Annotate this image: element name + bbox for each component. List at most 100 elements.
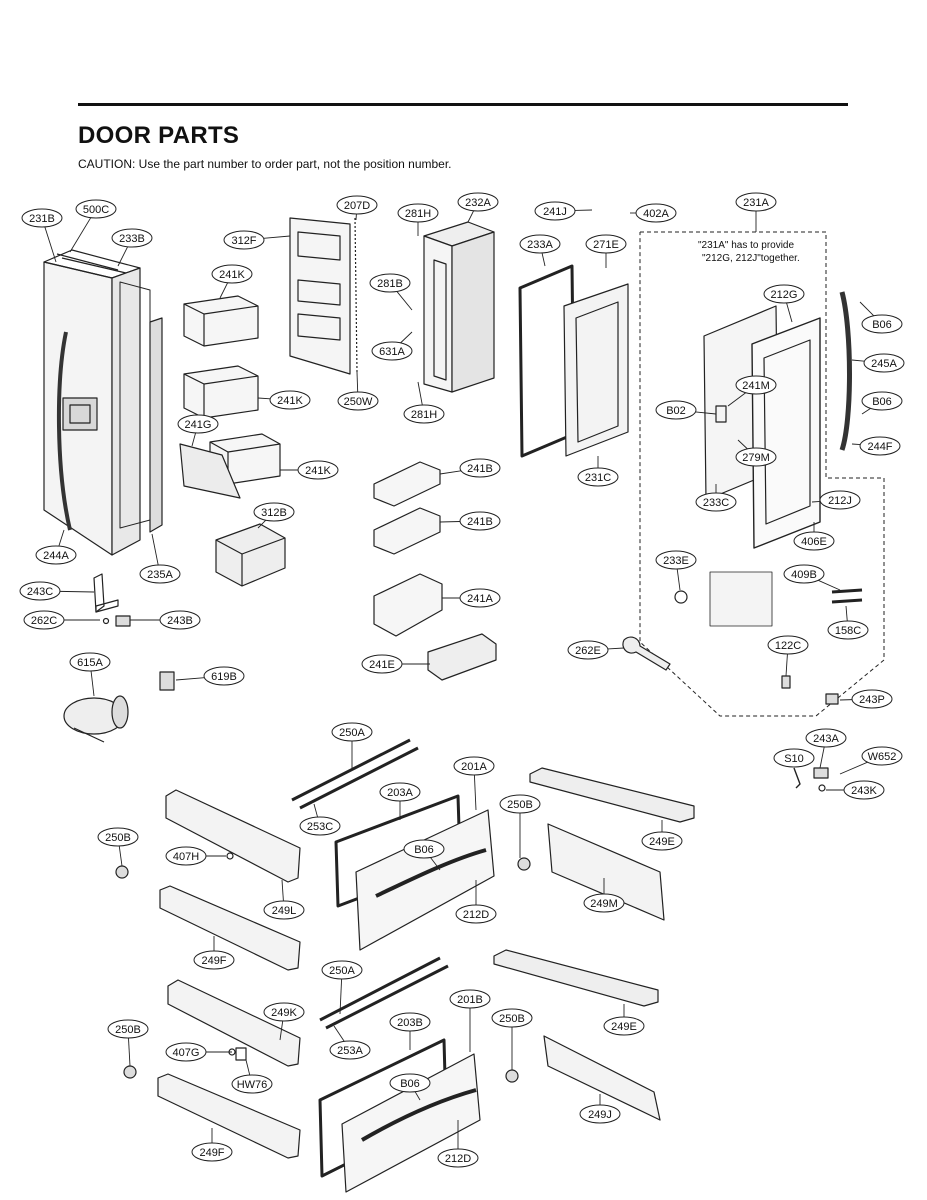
callout-label: 212D	[463, 909, 489, 921]
callout-oval	[455, 904, 497, 924]
leader-line	[414, 1091, 421, 1101]
callout-oval	[371, 341, 413, 361]
callout-oval	[859, 436, 901, 456]
callout-label: 262C	[31, 615, 57, 627]
callout-label: 250B	[105, 832, 131, 844]
callout-label: 281H	[411, 409, 437, 421]
callout-label: 249L	[272, 905, 296, 917]
callout-oval	[763, 284, 805, 304]
callout-oval	[107, 1019, 149, 1039]
callout-label: B02	[666, 405, 686, 417]
part-callout-253a: 253A	[329, 1040, 371, 1060]
callout-label: 233E	[663, 555, 689, 567]
callout-label: B06	[400, 1078, 420, 1090]
callout-oval	[579, 1104, 621, 1124]
left-bracket-drawing	[93, 573, 131, 627]
leader-line	[333, 1025, 345, 1042]
callout-oval	[793, 531, 835, 551]
callout-label: 250A	[339, 727, 365, 739]
part-callout-233c: 233C	[695, 492, 737, 512]
part-callout-b06: B06	[403, 839, 445, 859]
leader-line	[851, 359, 865, 362]
wrench-drawing	[622, 636, 671, 671]
callout-label: 241E	[369, 659, 395, 671]
callout-label: S10	[784, 753, 804, 765]
callout-label: 231A	[743, 197, 769, 209]
callout-label: 249J	[588, 1109, 612, 1121]
part-callout-241b: 241B	[459, 458, 501, 478]
part-callout-b02: B02	[655, 400, 697, 420]
part-callout-245a: 245A	[863, 353, 905, 373]
part-callout-233e: 233E	[655, 550, 697, 570]
callout-label: 262E	[575, 645, 601, 657]
callout-oval	[453, 756, 495, 776]
callout-oval	[655, 550, 697, 570]
leader-line	[257, 519, 267, 529]
leader-line	[396, 291, 413, 311]
callout-oval	[577, 467, 619, 487]
callout-oval	[767, 635, 809, 655]
callout-label: B06	[414, 844, 434, 856]
callout-oval	[655, 400, 697, 420]
leader-line	[541, 252, 546, 267]
part-callout-243c: 243C	[19, 581, 61, 601]
callout-label: 409B	[791, 569, 817, 581]
callout-label: 312F	[231, 235, 256, 247]
kit-note-line2: "212G, 212J"together.	[702, 253, 800, 264]
leader-line	[175, 677, 205, 681]
dispenser-motor-drawing	[63, 671, 175, 743]
callout-oval	[177, 414, 219, 434]
leader-line	[151, 533, 159, 566]
callout-oval	[389, 1012, 431, 1032]
part-callout-406e: 406E	[793, 531, 835, 551]
callout-oval	[331, 722, 373, 742]
part-callout-244f: 244F	[859, 436, 901, 456]
leader-line	[811, 500, 821, 503]
part-callout-243b: 243B	[159, 610, 201, 630]
part-drawings	[43, 217, 885, 1193]
callout-oval	[337, 391, 379, 411]
callout-label: 203A	[387, 787, 413, 799]
callout-oval	[379, 782, 421, 802]
callout-oval	[827, 620, 869, 640]
callout-oval	[223, 230, 265, 250]
part-callout-235a: 235A	[139, 564, 181, 584]
callout-label: 233B	[119, 233, 145, 245]
upper-drawer-drawing	[115, 738, 695, 971]
callout-label: 233C	[703, 497, 729, 509]
callout-oval	[861, 391, 903, 411]
part-callout-281b: 281B	[369, 273, 411, 293]
part-callout-s10: S10	[773, 748, 815, 768]
callout-label: 244A	[43, 550, 69, 562]
leader-line	[257, 397, 271, 400]
callout-oval	[329, 1040, 371, 1060]
callout-label: 243K	[851, 785, 877, 797]
part-callout-312f: 312F	[223, 230, 265, 250]
callout-label: 312B	[261, 507, 287, 519]
part-callout-231c: 231C	[577, 467, 619, 487]
part-callout-250a: 250A	[331, 722, 373, 742]
callout-label: 250B	[115, 1024, 141, 1036]
callout-oval	[459, 511, 501, 531]
callout-label: 212G	[771, 289, 798, 301]
callout-oval	[191, 1142, 233, 1162]
leader-line	[400, 331, 413, 344]
callout-label: 233A	[527, 239, 553, 251]
part-callout-b06: B06	[861, 391, 903, 411]
callout-oval	[861, 746, 903, 766]
part-callout-250b: 250B	[97, 827, 139, 847]
callout-label: 249F	[201, 955, 226, 967]
part-callout-249k: 249K	[263, 1002, 305, 1022]
callout-oval	[321, 960, 363, 980]
callout-oval	[459, 588, 501, 608]
part-callout-212j: 212J	[819, 490, 861, 510]
callout-oval	[263, 900, 305, 920]
part-callout-271e: 271E	[585, 234, 627, 254]
part-callout-212d: 212D	[437, 1148, 479, 1168]
door-bin-241k-drawing	[179, 295, 281, 499]
part-callout-b06: B06	[861, 314, 903, 334]
leader-line	[281, 879, 284, 902]
callout-oval	[491, 1008, 533, 1028]
callout-oval	[449, 989, 491, 1009]
leader-line	[417, 381, 423, 406]
